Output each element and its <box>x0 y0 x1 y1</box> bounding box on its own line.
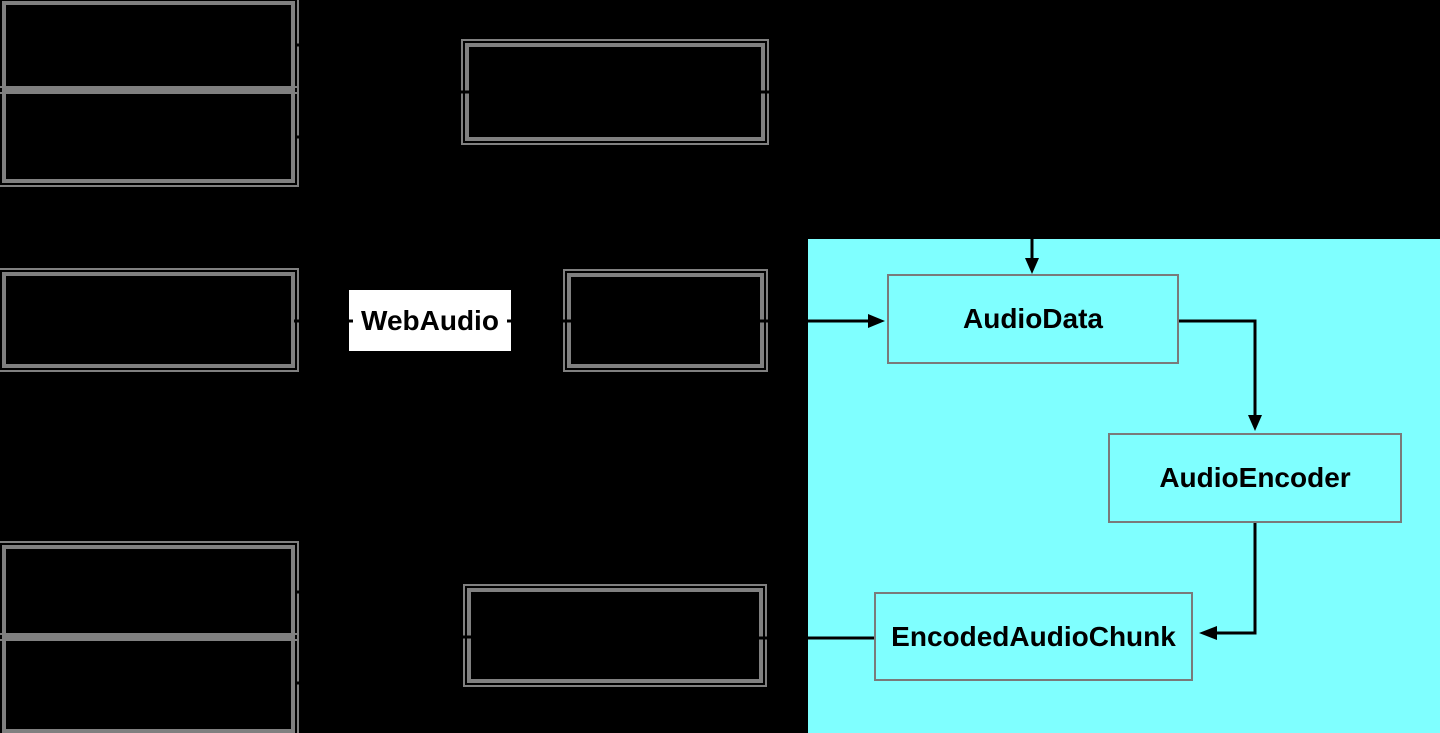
webaudio-box: WebAudio <box>349 290 511 351</box>
unlabeled-box-top-middle <box>461 39 769 145</box>
unlabeled-box-top-left-row2 <box>0 86 299 187</box>
audiodata-box: AudioData <box>887 274 1179 364</box>
encodedaudiochunk-box: EncodedAudioChunk <box>874 592 1193 681</box>
audioencoder-box: AudioEncoder <box>1108 433 1402 523</box>
unlabeled-group-bottom-left <box>0 541 299 733</box>
unlabeled-box-bottom-middle <box>463 584 767 687</box>
encodedaudiochunk-label: EncodedAudioChunk <box>891 620 1176 652</box>
unlabeled-box-mid-left <box>0 268 299 372</box>
unlabeled-box-bottom-left-row1 <box>0 541 299 641</box>
connector-topmiddle-to-audiodata <box>759 90 1034 259</box>
audiodata-label: AudioData <box>963 303 1103 334</box>
unlabeled-box-bottom-left-row2 <box>0 633 299 733</box>
connector-topleft1-to-topmiddle <box>297 43 471 94</box>
unlabeled-group-top-left <box>0 0 299 187</box>
unlabeled-box-mid-middle <box>563 269 768 372</box>
webaudio-label: WebAudio <box>361 304 499 336</box>
audioencoder-label: AudioEncoder <box>1159 462 1351 493</box>
unlabeled-box-top-left-row1 <box>0 0 299 94</box>
